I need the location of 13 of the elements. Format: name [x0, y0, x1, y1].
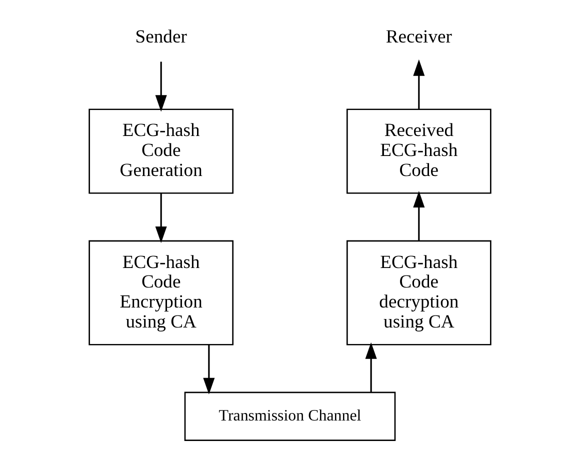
node-box: ECG-hash Code Encryption using CA [88, 240, 234, 346]
node-box: ECG-hash Code Generation [88, 108, 234, 194]
arrow [413, 191, 425, 241]
arrow [365, 342, 377, 392]
node-text: Sender [135, 26, 187, 48]
arrow [413, 59, 425, 109]
node-box: ECG-hash Code decryption using CA [346, 240, 492, 346]
arrow [203, 344, 215, 394]
node-box: Transmission Channel [184, 392, 396, 441]
arrow [155, 62, 167, 112]
arrow [155, 193, 167, 243]
node-box: Received ECG-hash Code [346, 108, 492, 194]
node-text: Receiver [386, 26, 452, 48]
